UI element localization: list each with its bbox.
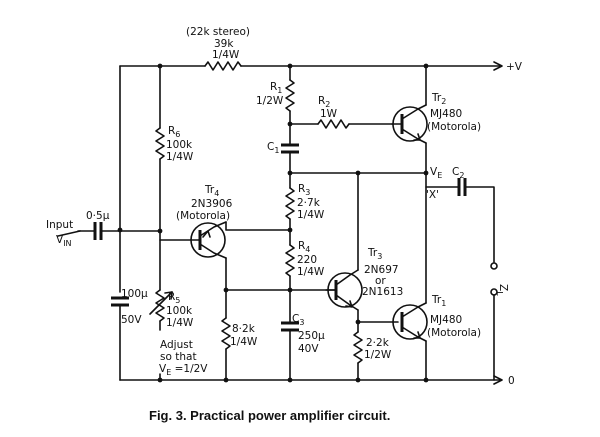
c2-right-wire	[464, 186, 495, 263]
r6-resistor	[155, 127, 165, 160]
tr1-type: MJ480	[430, 314, 462, 326]
c2-name: C2	[452, 166, 464, 180]
tr1-collector-lead	[401, 302, 427, 318]
tr1-emitter-arrow	[413, 331, 421, 339]
r5-power: 1/4W	[166, 317, 194, 329]
r6-power: 1/4W	[166, 151, 194, 163]
r82-resistor	[221, 317, 231, 350]
input-arrow-line	[57, 230, 81, 237]
tr1-emitter-lead	[401, 326, 427, 342]
r4-resistor	[285, 244, 295, 277]
vin-label: VIN	[56, 234, 72, 248]
adjust-text-3: VE =1/2V	[159, 363, 208, 377]
tr4-emitter-arrow	[202, 230, 211, 238]
tr4-emitter-wire	[225, 221, 291, 231]
tr3-name: Tr3	[367, 247, 382, 261]
adjust-text-2: so that	[160, 351, 197, 363]
r5-resistor	[155, 289, 165, 322]
r3-power: 1/4W	[297, 209, 325, 221]
r-top-power: 1/4W	[212, 49, 240, 61]
c3-voltage: 40V	[298, 343, 319, 355]
input-cap-value: 0·5µ	[86, 210, 110, 222]
r5-adjust-arrow	[149, 291, 173, 315]
r1-supply-node	[287, 63, 293, 69]
ground-node-r5	[157, 377, 163, 383]
tr3-alt: 2N1613	[362, 286, 403, 298]
tr3-emitter-arrow	[345, 300, 353, 308]
zl-label: ZL	[495, 284, 509, 296]
tr1-maker: (Motorola)	[427, 327, 481, 339]
ground-node-r82	[223, 377, 229, 383]
tr3-emitter-lead	[335, 294, 359, 311]
r2-name: R2	[318, 95, 330, 109]
tr4-name: Tr4	[204, 184, 219, 198]
x-label: 'X'	[426, 189, 439, 201]
r4-power: 1/4W	[297, 266, 325, 278]
r3-value: 2·7k	[297, 197, 321, 209]
r5-value: 100k	[166, 305, 193, 317]
tr2-maker: (Motorola)	[427, 121, 481, 133]
r82-power: 1/4W	[230, 336, 258, 348]
c3-name: C3	[292, 313, 304, 327]
ground-arrow	[493, 375, 503, 385]
r2-power: 1W	[320, 108, 338, 120]
r4-value: 220	[297, 254, 317, 266]
tr2-emitter-lead	[401, 128, 427, 144]
supply-label: +V	[506, 61, 523, 73]
c1-name: C1	[267, 141, 279, 155]
r-top-value: 39k	[214, 38, 234, 50]
r6-value: 100k	[166, 139, 193, 151]
r22-power: 1/2W	[364, 349, 392, 361]
r5-name: R5	[168, 291, 180, 305]
input-word: Input	[46, 219, 73, 231]
r-top-resistor	[204, 61, 242, 71]
tr4-type: 2N3906	[191, 198, 233, 210]
tr1-envelope	[392, 304, 428, 340]
ground-node-tr1	[423, 377, 429, 383]
tr2-emitter-arrow	[413, 133, 421, 141]
r1-name: R1	[270, 81, 282, 95]
cin-value: 100µ	[121, 288, 148, 300]
tr1-name: Tr1	[431, 294, 446, 308]
tr3-type: 2N697	[364, 264, 399, 276]
tr4-maker: (Motorola)	[176, 210, 230, 222]
r1-resistor	[285, 79, 295, 112]
c3-value: 250µ	[298, 330, 325, 342]
tr2-supply-node	[423, 63, 429, 69]
r22-value: 2·2k	[366, 337, 390, 349]
ve-label: VE	[430, 166, 442, 180]
r3-name: R3	[298, 183, 310, 197]
r5-adjust-arrowhead	[164, 291, 173, 300]
figure-caption: Fig. 3. Practical power amplifier circui…	[149, 408, 390, 423]
tr2-type: MJ480	[430, 108, 462, 120]
stereo-note: (22k stereo)	[186, 26, 250, 38]
ground-label: 0	[508, 375, 515, 387]
tr2-name: Tr2	[431, 92, 446, 106]
r3-resistor	[285, 187, 295, 220]
r82-value: 8·2k	[232, 323, 256, 335]
adjust-text-1: Adjust	[160, 339, 193, 351]
tr2-collector-lead	[401, 104, 427, 120]
tr3-or: or	[375, 275, 386, 287]
r4-name: R4	[298, 240, 310, 254]
tr4-emitter-lead	[199, 221, 227, 237]
r6-supply-node	[157, 63, 163, 69]
r2-resistor	[317, 119, 350, 129]
r1-power: 1/2W	[256, 95, 284, 107]
r6-name: R6	[168, 125, 180, 139]
ground-node-r22	[355, 377, 361, 383]
cin-voltage: 50V	[121, 314, 142, 326]
r22-resistor	[353, 331, 363, 364]
ground-node-c3	[287, 377, 293, 383]
tr4-collector-lead	[199, 243, 227, 259]
zl-terminal-top	[490, 262, 498, 270]
tr3-collector-lead	[335, 269, 359, 286]
supply-arrow	[493, 61, 503, 71]
